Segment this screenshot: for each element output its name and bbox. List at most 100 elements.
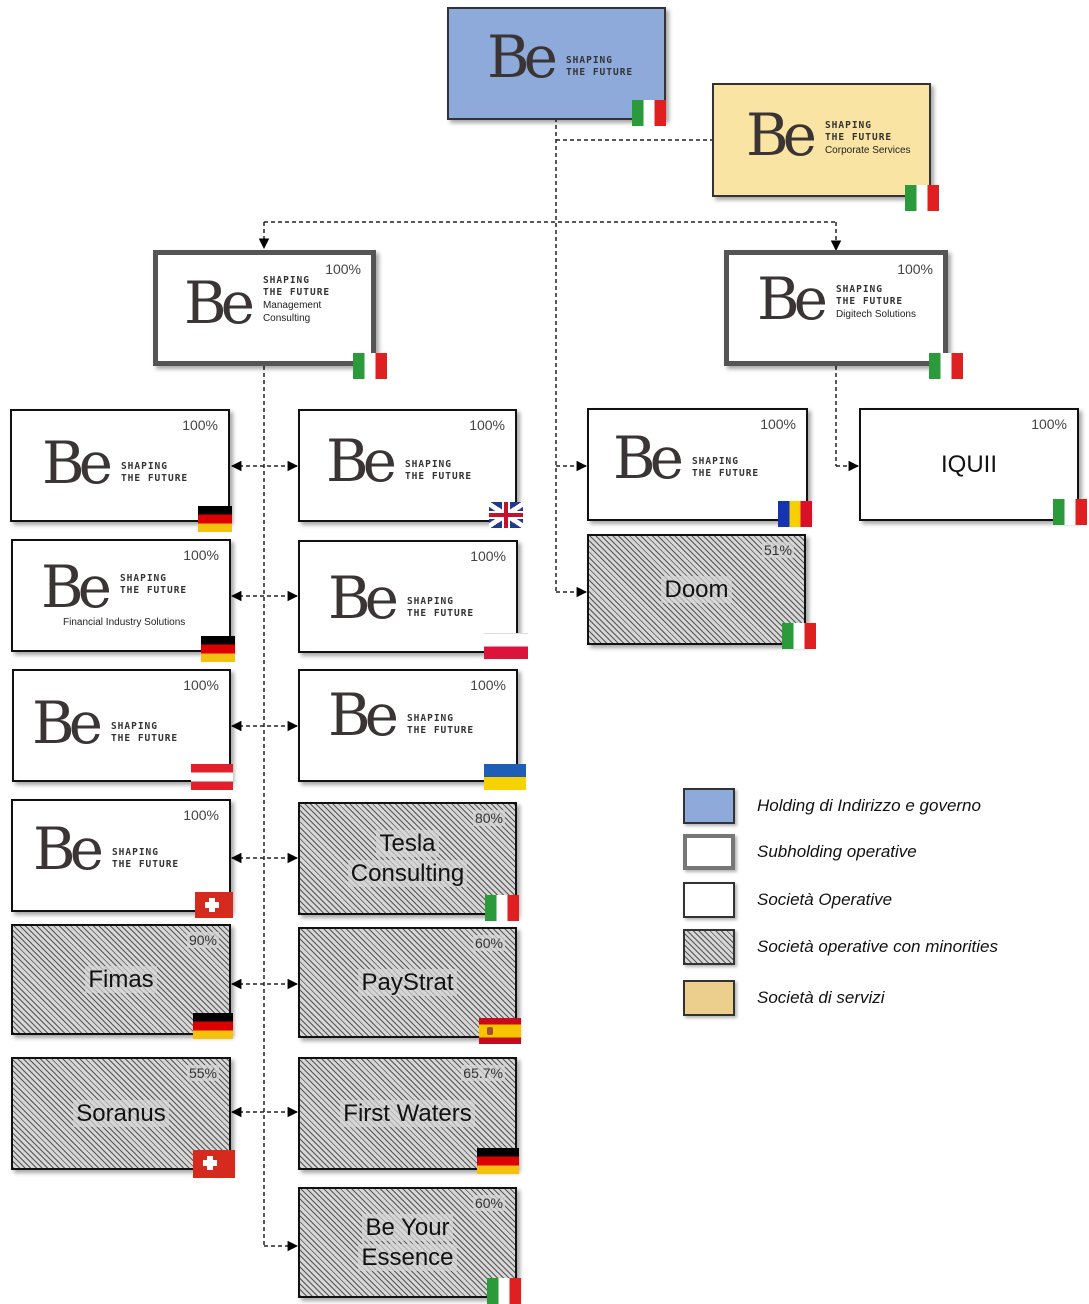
legend-item-services: Società di servizi [683,980,1083,1020]
italy-flag-icon [905,185,939,211]
italy-flag-icon [1053,499,1087,525]
germany-flag-icon [477,1148,519,1174]
legend-label: Società operative con minorities [757,937,998,956]
doom-node: 51% Doom [587,534,816,649]
legend-label: Società Operative [757,890,893,909]
soranus-node: 55% Soranus [11,1057,235,1178]
be-logo-mark: Be [32,689,103,757]
ownership-percent: 80% [472,810,505,826]
ownership-percent: 100% [897,261,933,277]
ownership-percent: 100% [470,677,506,693]
ownership-percent: 55% [186,1065,219,1081]
fimas-node: 90% Fimas [11,924,233,1039]
be-logo-mark: Be [613,424,684,492]
be-logo-mark: Be [487,23,558,91]
legend-item-subholding: Subholding operative [683,834,1083,874]
legend-swatch-operative [683,882,735,918]
ownership-percent: 100% [325,261,361,277]
austria-flag-icon [191,764,233,790]
be-logo-mark: Be [757,265,828,333]
germany-flag-icon [198,506,232,532]
be-logo-mark: Be [328,681,399,749]
germany-flag-icon [193,1013,233,1039]
node-subtitle: Corporate Services [824,145,911,156]
spain-flag-icon [479,1018,521,1044]
node-subtitle: Financial Industry Solutions [63,617,186,628]
company-name: First Waters [300,1099,515,1129]
germany-flag-icon [201,636,235,662]
be-logo-mark: Be [41,553,112,621]
company-name: PayStrat [300,968,515,998]
ownership-percent: 100% [182,417,218,433]
company-name: Doom [589,575,804,605]
italy-flag-icon [782,623,816,649]
be-logo-mark: Be [326,427,397,495]
ownership-percent: 100% [183,807,219,823]
ownership-percent: 60% [472,1195,505,1211]
ownership-percent: 100% [470,548,506,564]
ownership-percent: 65.7% [461,1065,505,1081]
paystrat-node: 60% PayStrat [298,927,521,1044]
be-logo-mark: Be [746,101,817,169]
be-logo-mark: Be [184,269,255,337]
switzerland-flag-icon [193,1150,235,1178]
legend-label: Società di servizi [757,988,885,1007]
uk-flag-icon [489,502,523,528]
italy-flag-icon [353,353,387,379]
italy-flag-icon [632,100,666,126]
italy-flag-icon [929,353,963,379]
poland-flag-icon [484,633,528,659]
ukraine-flag-icon [484,764,526,790]
ownership-percent: 90% [186,932,219,948]
ownership-percent: 60% [472,935,505,951]
first-waters-node: 65.7% First Waters [298,1057,519,1174]
be-logo-mark: Be [42,429,113,497]
legend-label: Subholding operative [757,842,917,861]
switzerland-flag-icon [195,892,233,918]
legend-item-minorities: Società operative con minorities [683,929,1083,969]
romania-flag-icon [778,501,812,527]
legend-item-holding: Holding di Indirizzo e governo [683,788,1083,828]
be-logo-mark: Be [33,815,104,883]
ownership-percent: 100% [183,547,219,563]
italy-flag-icon [485,895,519,921]
ownership-percent: 100% [183,677,219,693]
